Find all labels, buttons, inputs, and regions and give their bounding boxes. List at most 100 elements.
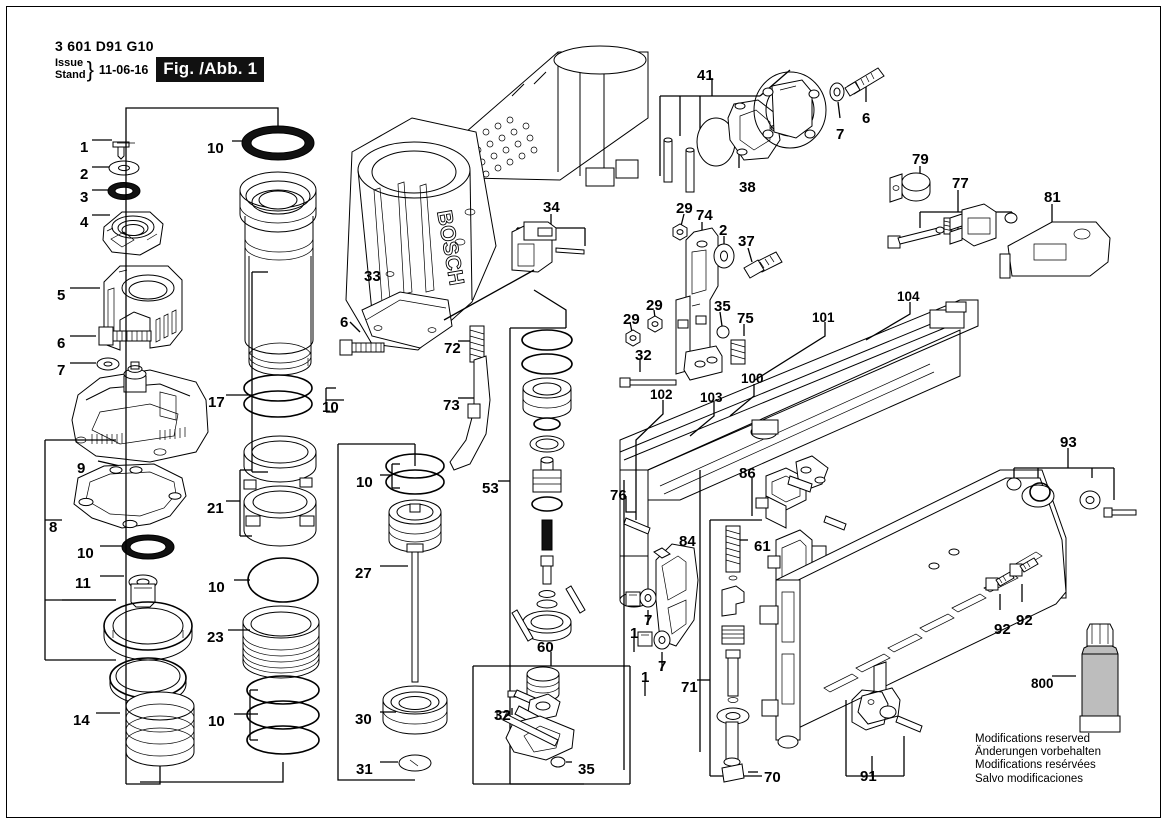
- callout-74: 74: [696, 207, 713, 224]
- callout-73: 73: [443, 397, 460, 414]
- callout-7: 7: [836, 126, 845, 143]
- group-washer-31: [380, 754, 432, 772]
- callout-27: 27: [355, 565, 372, 582]
- callout-104: 104: [897, 289, 920, 304]
- group-switch-34: [443, 214, 586, 321]
- group-bracket-74: [675, 222, 723, 381]
- callout-6: 6: [57, 335, 66, 352]
- group-nose-84: [653, 543, 699, 647]
- group-piston-rod-27: [380, 499, 442, 683]
- group-plunger-71: [716, 585, 758, 783]
- callout-10: 10: [208, 579, 225, 596]
- group-rail-main: [619, 299, 979, 608]
- group-cap-screw-1: [92, 139, 135, 160]
- issue-label: Issue: [55, 57, 84, 69]
- callout-86: 86: [739, 465, 756, 482]
- callout-34: 34: [543, 199, 560, 216]
- group-oring-10b: [196, 107, 315, 161]
- group-oring-10a: [100, 534, 175, 560]
- figure-badge: Fig. /Abb. 1: [156, 57, 265, 82]
- callout-60: 60: [537, 639, 554, 656]
- callout-9: 9: [77, 460, 86, 477]
- group-clamp-79: [889, 166, 931, 203]
- callout-1: 1: [80, 139, 89, 156]
- callout-11: 11: [75, 575, 91, 592]
- group-oring-10d: [234, 557, 319, 603]
- callout-7: 7: [644, 612, 653, 629]
- group-bellow-14: [96, 107, 196, 785]
- callout-32: 32: [635, 347, 652, 364]
- notice-line-fr: Modifications resérvées: [975, 759, 1096, 772]
- group-spring-75: [730, 324, 746, 365]
- callout-4: 4: [80, 214, 89, 231]
- bracket-76-86: [623, 470, 753, 770]
- callout-10: 10: [356, 474, 373, 491]
- callout-93: 93: [1060, 434, 1077, 451]
- group-oring-3: [92, 182, 141, 200]
- callout-7: 7: [658, 658, 667, 675]
- callout-29: 29: [623, 311, 640, 328]
- group-nut-29c: [647, 309, 663, 333]
- bracket-column3: [337, 443, 416, 781]
- callout-77: 77: [952, 175, 969, 192]
- group-screw-1c: [637, 631, 653, 696]
- group-cylinder-17: [226, 171, 317, 473]
- group-washer-2b: [713, 236, 735, 269]
- group-spring-72: [458, 325, 485, 363]
- callout-91: 91: [860, 768, 877, 785]
- notice-line-de: Änderungen vorbehalten: [975, 746, 1101, 759]
- callout-92: 92: [994, 621, 1011, 638]
- callout-38: 38: [739, 179, 756, 196]
- callout-61: 61: [754, 538, 771, 555]
- bracket-60: [472, 652, 631, 785]
- callout-84: 84: [679, 533, 696, 550]
- group-grease-tube-800: [1052, 623, 1121, 733]
- callout-6: 6: [862, 110, 871, 127]
- group-ball-35b: [716, 311, 730, 339]
- callout-21: 21: [207, 500, 224, 517]
- group-ring-21: [226, 435, 317, 547]
- group-spring-61: [725, 525, 748, 581]
- callout-6: 6: [340, 314, 349, 331]
- group-washer-2: [92, 160, 140, 176]
- group-mag-plate: [759, 469, 1067, 749]
- group-parts-93: [1006, 448, 1137, 518]
- group-valve-cap-4: [92, 211, 164, 256]
- group-washer-7c: [639, 588, 657, 625]
- callout-14: 14: [73, 712, 90, 729]
- group-end-cap: [753, 71, 827, 149]
- part-number: 3 601 D91 G10: [55, 38, 154, 54]
- notice-line-en: Modifications reserved: [975, 733, 1091, 745]
- callout-2: 2: [80, 166, 89, 183]
- callout-92: 92: [1016, 612, 1033, 629]
- callout-75: 75: [737, 310, 754, 327]
- group-nut-29a: [672, 213, 688, 241]
- callout-32: 32: [494, 707, 511, 724]
- callout-101: 101: [812, 310, 835, 325]
- group-cover-81: [999, 204, 1111, 279]
- group-bolt-37: [743, 247, 783, 279]
- callout-1: 1: [630, 625, 639, 642]
- callout-10: 10: [207, 140, 224, 157]
- callout-70: 70: [764, 769, 781, 786]
- callout-3: 3: [80, 189, 89, 206]
- group-trigger-60: [496, 666, 575, 768]
- modifications-notice: Modifications reserved Änderungen vorbeh…: [975, 733, 1101, 786]
- group-lever-73: [449, 355, 491, 471]
- callout-29: 29: [646, 297, 663, 314]
- callout-29: 29: [676, 200, 693, 217]
- issue-row: Issue Stand } 11-06-16 Fig. /Abb. 1: [55, 57, 265, 82]
- callout-2: 2: [719, 222, 728, 239]
- group-washer-7a: [70, 357, 120, 371]
- callout-30: 30: [355, 711, 372, 728]
- group-screw-1b: [625, 591, 641, 652]
- group-bolt-6c: [844, 67, 885, 102]
- group-hook-91: [845, 661, 923, 777]
- group-packing-23: [228, 605, 320, 679]
- callout-1: 1: [641, 669, 650, 686]
- group-valve-stack-53: [511, 329, 586, 642]
- group-bumper-30: [380, 685, 448, 735]
- callout-31: 31: [356, 761, 373, 778]
